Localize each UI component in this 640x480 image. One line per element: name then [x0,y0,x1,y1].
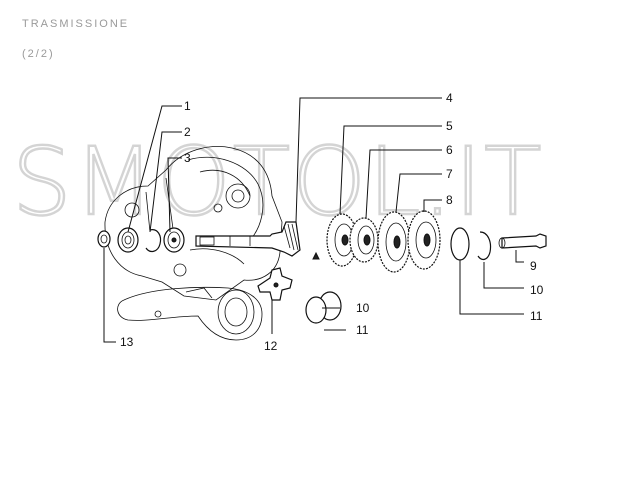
crankcase-housing [104,146,283,341]
callout-12: 12 [264,339,278,353]
callout-13: 13 [120,335,134,349]
callout-8: 8 [446,193,453,207]
callout-11-upper: 11 [530,309,543,323]
watermark-logo: SMOTOL.IT [12,128,544,237]
part-7-gear [377,211,411,273]
part-11-ring-upper [450,227,470,261]
callout-9: 9 [530,259,537,273]
callout-10-lower: 10 [356,301,370,315]
part-6-gear [349,217,379,263]
callout-6: 6 [446,143,453,157]
callout-11-lower: 11 [356,323,369,337]
part-12-cross-plate [257,267,293,301]
part-4-shaft [195,221,301,257]
center-arrow-marker [312,251,320,260]
part-8-gear [407,210,441,270]
callout-3: 3 [184,151,191,165]
callout-2: 2 [184,125,191,139]
part-10-ring-upper [477,231,492,261]
leader-lines [103,97,524,343]
callout-4: 4 [446,91,453,105]
callout-1: 1 [184,99,191,113]
part-9-pin [498,233,547,249]
callout-7: 7 [446,167,453,181]
diagram-header-line1: TRASMISSIONE [22,18,129,30]
callout-5: 5 [446,119,453,133]
part-1-bearing [117,227,139,253]
part-3-bearing [163,227,185,253]
callout-10-upper: 10 [530,283,544,297]
diagram-header-line2: (2/2) [22,48,55,60]
part-11-ring-lower [305,296,327,324]
part-2-circlip [145,229,162,253]
part-13-seal [97,230,111,248]
